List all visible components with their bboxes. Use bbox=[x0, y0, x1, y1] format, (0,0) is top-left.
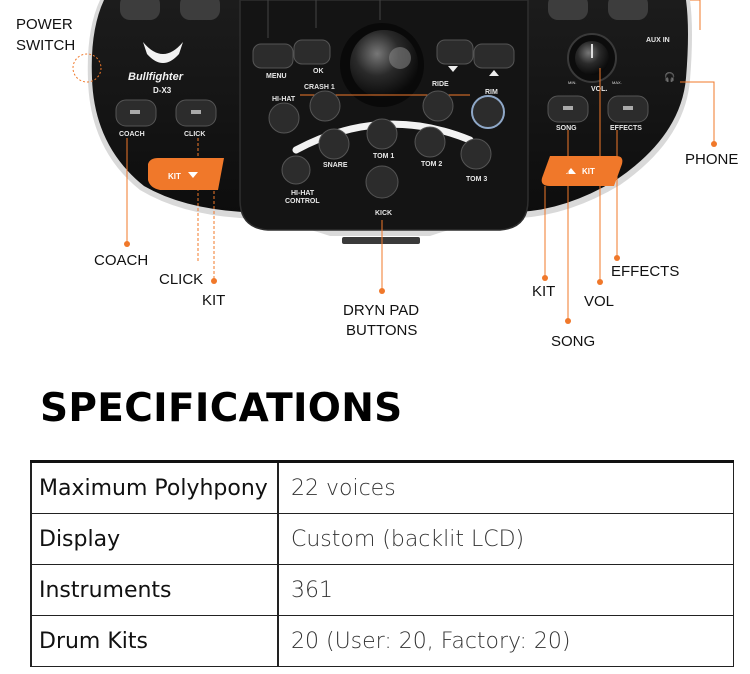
specifications-heading: SPECIFICATIONS bbox=[40, 386, 403, 431]
table-row: Instruments 361 bbox=[30, 564, 734, 616]
rim-pad-button[interactable] bbox=[471, 95, 505, 129]
crash-label: CRASH 1 bbox=[304, 84, 335, 91]
click-panel-label: CLICK bbox=[184, 131, 205, 138]
spec-label: Display bbox=[30, 513, 279, 565]
spec-label: Drum Kits bbox=[30, 615, 279, 667]
vol-label: VOL. bbox=[591, 86, 607, 93]
svg-text:KIT: KIT bbox=[582, 167, 595, 176]
svg-text:MIN.: MIN. bbox=[568, 80, 576, 85]
hi-hat-pad-button[interactable] bbox=[268, 102, 300, 134]
coach-panel-label: COACH bbox=[119, 131, 145, 138]
tom3-pad-button[interactable] bbox=[460, 138, 492, 170]
power-switch-icon bbox=[72, 53, 102, 83]
hi-hat-control-label-1: HI-HAT bbox=[291, 190, 315, 197]
svg-text:MAX.: MAX. bbox=[612, 80, 622, 85]
kit-up-button[interactable] bbox=[541, 156, 623, 186]
callout-click: CLICK bbox=[159, 271, 204, 288]
callout-effects: EFFECTS bbox=[611, 263, 680, 280]
tom3-label: TOM 3 bbox=[466, 176, 487, 183]
tom2-pad-button[interactable] bbox=[414, 126, 446, 158]
kick-pad-button[interactable] bbox=[365, 165, 399, 199]
snare-label: SNARE bbox=[323, 162, 348, 169]
brand-name: Bullfighter bbox=[128, 71, 184, 83]
hi-hat-label: HI-HAT bbox=[272, 96, 296, 103]
callout-drum-pad-1: DRYN PAD bbox=[343, 302, 420, 319]
menu-label: MENU bbox=[266, 73, 287, 80]
spec-value: Custom (backlit LCD) bbox=[278, 513, 734, 565]
kick-label: KICK bbox=[375, 210, 392, 217]
ride-pad-button[interactable] bbox=[422, 90, 454, 122]
callout-coach: COACH bbox=[94, 252, 149, 269]
bull-logo-icon bbox=[143, 42, 183, 63]
spec-value: 361 bbox=[278, 564, 734, 616]
spec-value: 20 (User: 20, Factory: 20) bbox=[278, 615, 734, 667]
callout-power-1: POWER bbox=[16, 16, 73, 33]
drum-module-graphic: MENU OK RIDE Bullfighter D-X3 COACH CLIC… bbox=[72, 0, 717, 324]
ride-label: RIDE bbox=[432, 81, 449, 88]
tom1-label: TOM 1 bbox=[373, 153, 394, 160]
tom1-pad-button[interactable] bbox=[366, 118, 398, 150]
crash-pad-button[interactable] bbox=[309, 90, 341, 122]
callout-phone: PHONE bbox=[685, 151, 739, 168]
kit-down-button[interactable] bbox=[148, 158, 224, 190]
effects-panel-label: EFFECTS bbox=[610, 125, 642, 132]
song-panel-label: SONG bbox=[556, 125, 577, 132]
tom2-label: TOM 2 bbox=[421, 161, 442, 168]
ok-label: OK bbox=[313, 68, 324, 75]
hi-hat-control-pad-button[interactable] bbox=[281, 155, 311, 185]
model-name: D-X3 bbox=[153, 86, 172, 95]
svg-text:KIT: KIT bbox=[168, 172, 181, 181]
spec-label: Instruments bbox=[30, 564, 279, 616]
snare-pad-button[interactable] bbox=[318, 128, 350, 160]
callout-kit-left: KIT bbox=[202, 292, 226, 309]
aux-in-label: AUX IN bbox=[646, 37, 670, 44]
spec-value: 22 voices bbox=[278, 461, 734, 514]
rim-label: RIM bbox=[485, 89, 498, 96]
device-illustration: MENU OK RIDE Bullfighter D-X3 COACH CLIC… bbox=[16, 0, 739, 350]
hi-hat-control-label-2: CONTROL bbox=[285, 198, 320, 205]
table-row: Maximum Polyhpony 22 voices bbox=[30, 461, 734, 514]
callout-song: SONG bbox=[551, 333, 596, 350]
callout-power-2: SWITCH bbox=[16, 37, 76, 54]
headphone-icon: 🎧 bbox=[664, 71, 675, 83]
jog-dial-icon[interactable] bbox=[350, 30, 418, 98]
specifications-table: Maximum Polyhpony 22 voices Display Cust… bbox=[30, 460, 734, 667]
table-row: Display Custom (backlit LCD) bbox=[30, 513, 734, 565]
spec-label: Maximum Polyhpony bbox=[30, 461, 279, 514]
callout-kit-right: KIT bbox=[532, 283, 556, 300]
callout-drum-pad-2: BUTTONS bbox=[346, 322, 418, 339]
table-row: Drum Kits 20 (User: 20, Factory: 20) bbox=[30, 615, 734, 667]
callout-vol: VOL bbox=[584, 293, 615, 310]
